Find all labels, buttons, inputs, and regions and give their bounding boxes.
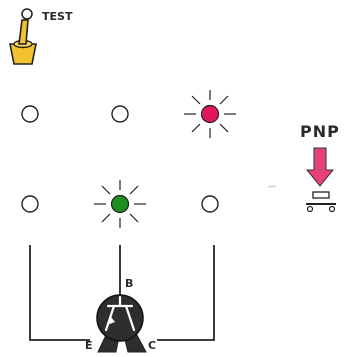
button-cap <box>312 191 330 199</box>
button-terminal-right <box>328 205 336 213</box>
led-r1-c1 <box>21 105 39 123</box>
led-r2-c1 <box>21 195 39 213</box>
led-r1-c2 <box>111 105 129 123</box>
button-terminal-left <box>306 205 314 213</box>
glow-rays <box>184 90 236 138</box>
led-r1-c3-lit <box>184 90 236 138</box>
socket-right-wire <box>157 245 215 341</box>
switch-lever <box>18 19 29 45</box>
switch-label: TEST <box>42 10 73 23</box>
stray-mark <box>267 185 277 188</box>
switch-knob <box>21 8 33 20</box>
socket-left-wire <box>29 245 90 341</box>
pin-label-emitter: E <box>85 339 93 352</box>
pin-label-base: B <box>125 277 133 290</box>
emitter-arrow <box>107 317 115 325</box>
led-r2-c2-lit <box>94 180 146 228</box>
pin-label-collector: C <box>148 339 156 352</box>
glow-rays <box>94 180 146 228</box>
led-red <box>200 104 220 124</box>
test-switch[interactable] <box>9 8 37 65</box>
push-button[interactable] <box>306 191 336 213</box>
led-r2-c3 <box>201 195 219 213</box>
pink-arrow-icon <box>305 147 335 187</box>
led-green <box>110 194 130 214</box>
transistor-type-label: PNP <box>300 122 340 141</box>
transistor-symbol <box>104 295 136 332</box>
transistor <box>96 294 147 353</box>
